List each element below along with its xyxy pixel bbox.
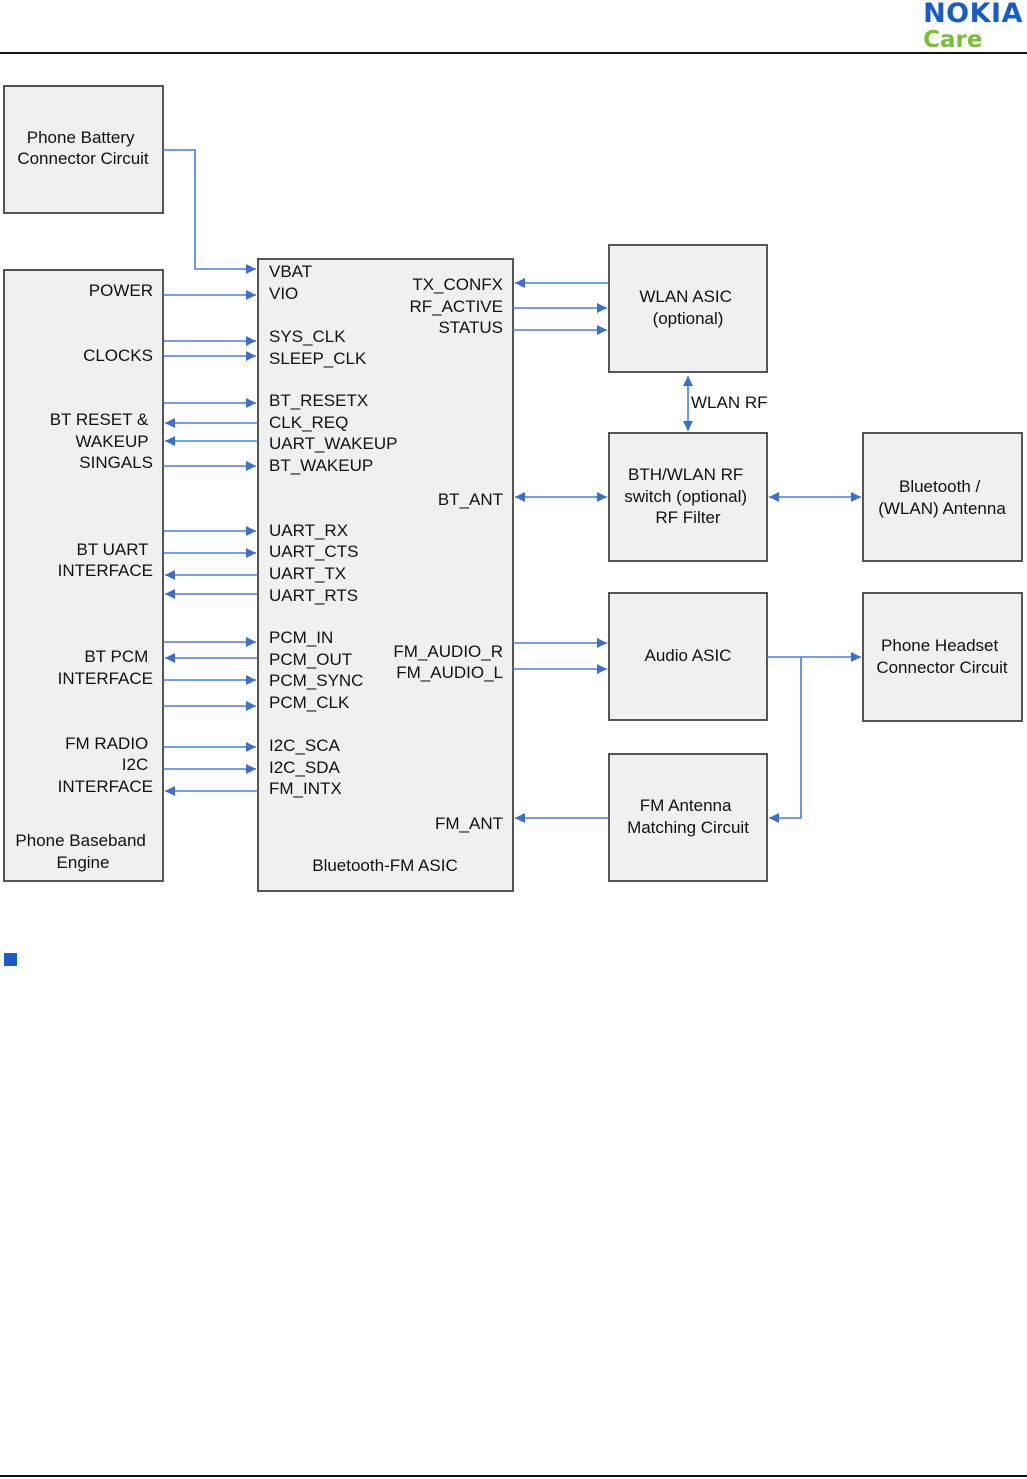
wlan-rf-link-label: WLAN RF — [691, 393, 768, 412]
pin-pcm-sync: PCM_SYNC — [269, 671, 363, 690]
pin-uart-rx: UART_RX — [269, 521, 348, 540]
group-clocks: CLOCKS — [83, 346, 153, 365]
antenna-label: Bluetooth / (WLAN) Antenna — [878, 477, 1006, 518]
pin-tx-confx: TX_CONFX — [412, 275, 503, 294]
pin-vbat: VBAT — [269, 262, 312, 281]
wlan-asic-block — [608, 244, 768, 373]
pin-rf-active: RF_ACTIVE — [409, 297, 503, 316]
asic-title: Bluetooth-FM ASIC — [312, 856, 458, 875]
group-bt-pcm: BT PCM INTERFACE — [58, 647, 153, 688]
pin-uart-tx: UART_TX — [269, 564, 346, 583]
pin-bt-ant: BT_ANT — [438, 490, 503, 509]
group-bt-reset: BT RESET & WAKEUP SINGALS — [50, 410, 153, 472]
pin-clk-req: CLK_REQ — [269, 413, 348, 432]
baseband-engine-block — [3, 269, 164, 882]
pin-sys-clk: SYS_CLK — [269, 327, 346, 346]
asic-right-pins: TX_CONFX RF_ACTIVE STATUS BT_ANT FM_AUDI… — [393, 275, 503, 833]
battery-connector-block — [3, 85, 164, 214]
brand-name: NOKIA — [923, 0, 1023, 29]
footer-rule — [0, 1475, 1027, 1477]
pin-fm-ant: FM_ANT — [435, 814, 503, 833]
group-power: POWER — [89, 281, 153, 300]
baseband-block-label: Phone Baseband Engine — [15, 831, 150, 872]
fm-antenna-label: FM Antenna Matching Circuit — [627, 796, 749, 837]
group-fm-radio: FM RADIO I2C INTERFACE — [58, 734, 153, 796]
pin-status: STATUS — [438, 318, 503, 337]
wlan-asic-label: WLAN ASIC (optional) — [639, 287, 736, 328]
pin-pcm-clk: PCM_CLK — [269, 693, 350, 712]
pin-uart-rts: UART_RTS — [269, 586, 358, 605]
antenna-block — [862, 432, 1023, 562]
headset-connector-block — [862, 592, 1023, 722]
pin-i2c-sda: I2C_SDA — [269, 758, 341, 777]
bluetooth-fm-asic-block — [257, 258, 514, 892]
pin-i2c-sca: I2C_SCA — [269, 736, 341, 755]
section-bullet-icon — [4, 953, 17, 966]
pin-bt-resetx: BT_RESETX — [269, 391, 368, 410]
pin-uart-wakeup: UART_WAKEUP — [269, 434, 397, 453]
header-rule — [0, 52, 1027, 54]
headset-label: Phone Headset Connector Circuit — [876, 636, 1008, 677]
fm-antenna-block — [608, 753, 768, 882]
audio-asic-block — [608, 592, 768, 721]
group-bt-uart: BT UART INTERFACE — [58, 540, 153, 580]
signal-wires — [163, 149, 861, 823]
pin-bt-wakeup: BT_WAKEUP — [269, 456, 373, 475]
pin-vio: VIO — [269, 284, 298, 303]
pin-fm-intx: FM_INTX — [269, 779, 342, 798]
pin-pcm-out: PCM_OUT — [269, 650, 352, 669]
pin-pcm-in: PCM_IN — [269, 628, 333, 647]
pin-sleep-clk: SLEEP_CLK — [269, 349, 367, 368]
pin-fm-audio-r: FM_AUDIO_R — [393, 642, 503, 661]
rf-switch-block — [608, 432, 768, 562]
battery-block-label: Phone Battery Connector Circuit — [17, 128, 149, 168]
nokia-care-logo: NOKIA Care — [923, 0, 1023, 52]
brand-sub: Care — [923, 27, 983, 53]
pin-uart-cts: UART_CTS — [269, 542, 358, 561]
asic-left-pins: VBAT VIO SYS_CLK SLEEP_CLK BT_RESETX CLK… — [269, 262, 397, 798]
pin-fm-audio-l: FM_AUDIO_L — [396, 663, 503, 682]
rf-switch-label: BTH/WLAN RF switch (optional) RF Filter — [624, 465, 752, 527]
wire-fm-antenna-feed — [769, 657, 802, 823]
audio-asic-label: Audio ASIC — [645, 646, 732, 665]
wire-vbat — [163, 149, 256, 274]
